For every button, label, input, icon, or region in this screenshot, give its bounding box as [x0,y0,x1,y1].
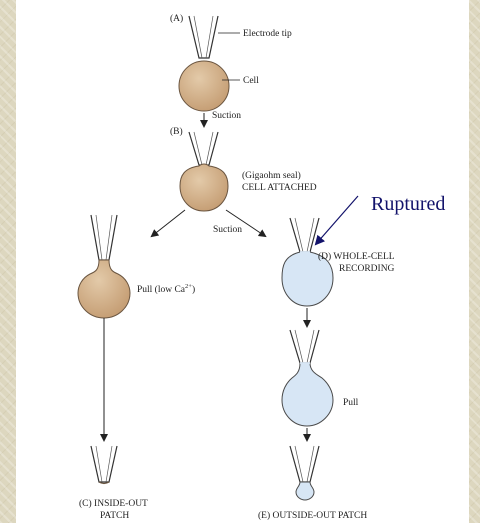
label-suction-2: Suction [213,225,242,235]
ruptured-arrow [316,196,358,244]
label-cell: Cell [243,76,259,86]
label-gigaohm: (Gigaohm seal) [242,170,301,181]
label-c-line1: (C) INSIDE-OUT [79,498,148,509]
label-pull-low-ca: Pull (low Ca2+) [137,283,195,295]
outside-out-vesicle [296,482,314,500]
label-suction-1: Suction [212,111,241,121]
electrode-inside-out [91,446,117,482]
cell-b [180,164,228,211]
label-a: (A) [170,13,183,24]
arrow-to-c [152,210,185,236]
cell-pulled [282,363,333,426]
label-b: (B) [170,126,183,137]
electrode-b [189,132,218,165]
branch-outside-out [282,330,333,500]
electrode-outside-out [290,446,319,482]
label-pull: Pull [343,398,359,408]
step-a [179,16,240,126]
branch-inside-out [78,215,130,484]
electrode-a [189,16,218,58]
electrode-pull [290,330,319,363]
label-d-line2: RECORDING [339,264,395,274]
label-cell-attached: CELL ATTACHED [242,183,317,193]
cell-pulled-low-ca [78,260,130,318]
label-e: (E) OUTSIDE-OUT PATCH [258,510,367,521]
label-c-line2: PATCH [100,511,129,521]
label-electrode-tip: Electrode tip [243,29,292,39]
electrode-d [290,218,319,252]
electrode-c1 [91,215,117,260]
label-d-line1: (D) WHOLE-CELL [318,251,395,262]
cell-a [179,61,229,111]
label-ruptured: Ruptured [371,193,445,215]
